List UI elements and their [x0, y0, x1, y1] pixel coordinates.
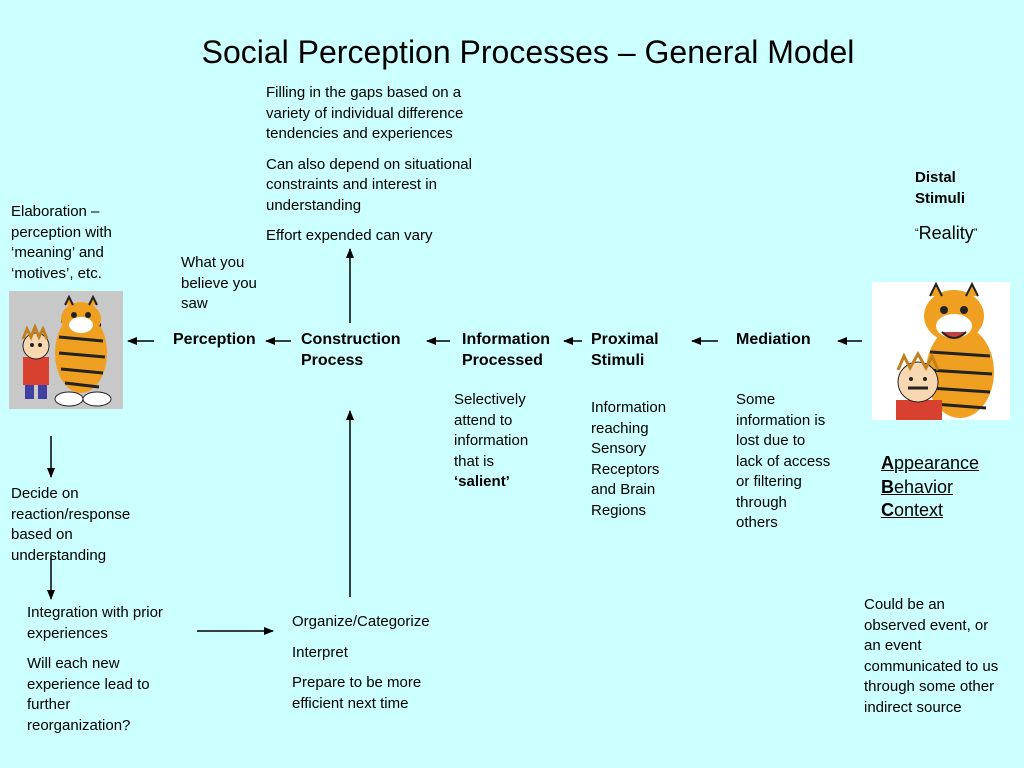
organize-text: Organize/Categorize Interpret Prepare to… [292, 612, 452, 724]
integration-text: Integration with prior experiences Will … [27, 603, 177, 746]
proximal-description: Information reaching Sensory Receptors a… [591, 399, 667, 519]
node-proximal-stimuli: Proximal Stimuli [591, 331, 659, 369]
elaboration-text: Elaboration – perception with ‘meaning’ … [11, 203, 112, 282]
node-distal-stimuli: Distal Stimuli [915, 169, 966, 207]
abc-list: Appearance Behavior Context [881, 452, 979, 523]
top-notes: Filling in the gaps based on a variety o… [266, 83, 506, 257]
salient-text: ‘salient’ [454, 473, 510, 490]
selective-attention-text: Selectively attend to information that i… [454, 390, 554, 493]
reality-quote-close: ” [973, 227, 978, 239]
note-filling-gaps: Filling in the gaps based on a variety o… [266, 84, 464, 142]
slide-title: Social Perception Processes – General Mo… [201, 34, 855, 70]
note-effort: Effort expended can vary [266, 227, 433, 244]
calvin-and-hobbes-illustration-right [872, 282, 1010, 420]
calvin-and-hobbes-illustration-left [9, 291, 123, 409]
reality-label: “Reality” [915, 222, 977, 244]
selective-text: Selectively attend to information that i… [454, 391, 529, 470]
note-situational-constraints: Can also depend on situational constrain… [266, 155, 472, 214]
abc-behavior: Behavior [881, 476, 954, 497]
node-perception: Perception [173, 331, 256, 348]
event-text: Could be an observed event, or an event … [864, 596, 999, 716]
abc-appearance: Appearance [881, 453, 980, 473]
decide-text: Decide on reaction/response based on und… [11, 485, 131, 564]
node-information-processed: Information Processed [462, 331, 550, 369]
node-mediation: Mediation [736, 331, 811, 348]
reality-quote-open: “ [915, 227, 919, 239]
organize-categorize: Organize/Categorize [292, 613, 430, 630]
abc-context: Context [881, 500, 944, 520]
reality-text: Reality [918, 223, 974, 243]
node-construction-process: Construction Process [301, 331, 401, 369]
what-you-believe-text: What you believe you saw [181, 254, 257, 312]
organize-prepare: Prepare to be more efficient next time [292, 674, 422, 712]
integration-prior: Integration with prior experiences [27, 604, 163, 642]
organize-interpret: Interpret [292, 643, 348, 661]
mediation-description: Some information is lost due to lack of … [736, 391, 831, 531]
integration-question: Will each new experience lead to further… [27, 655, 150, 734]
